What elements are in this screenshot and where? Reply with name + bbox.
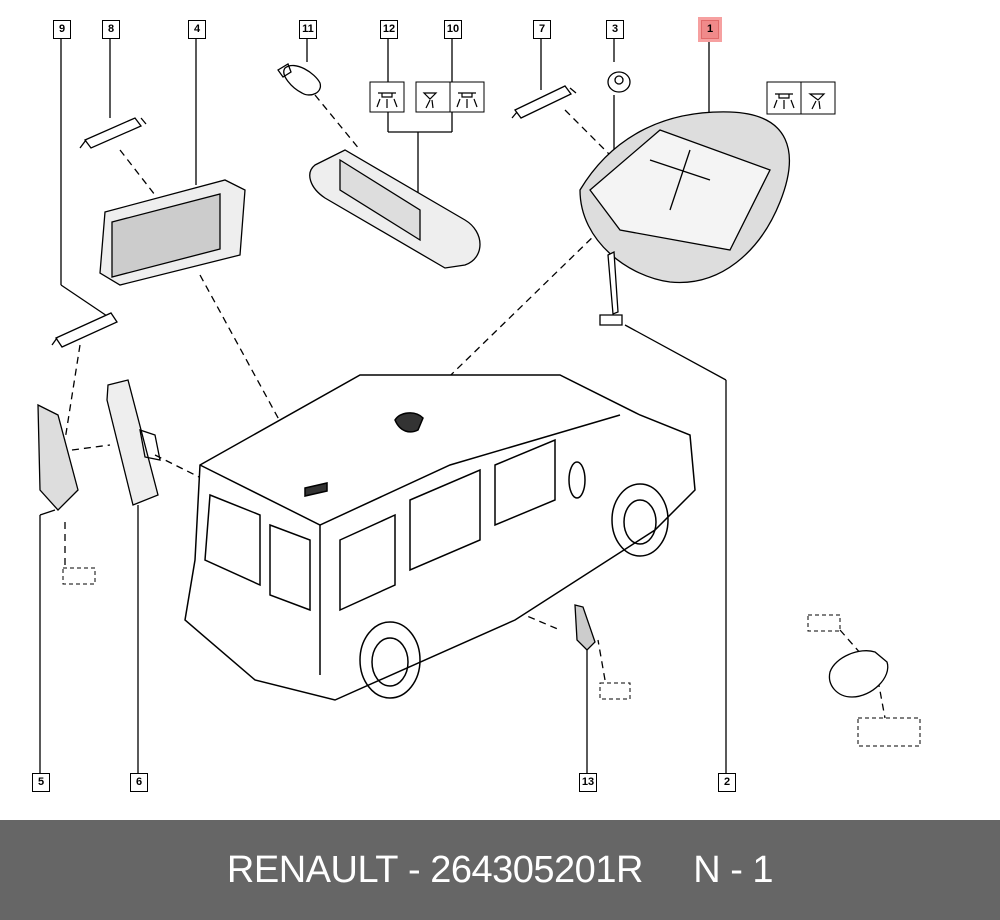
part-bulb-8 bbox=[79, 117, 147, 149]
part-dome-lamp-1 bbox=[579, 111, 791, 284]
diagram-label: N - 1 bbox=[693, 848, 774, 891]
part-lens-13 bbox=[574, 604, 596, 651]
callout-7[interactable]: 7 bbox=[533, 20, 551, 39]
callout-2[interactable]: 2 bbox=[718, 773, 736, 792]
callout-13[interactable]: 13 bbox=[579, 773, 597, 792]
callout-1-selected[interactable]: 1 bbox=[698, 17, 722, 42]
callout-6[interactable]: 6 bbox=[130, 773, 148, 792]
brand-name: RENAULT bbox=[226, 848, 399, 891]
leader-lines bbox=[39, 38, 727, 774]
part-bulb-right bbox=[828, 650, 889, 698]
callout-9[interactable]: 9 bbox=[53, 20, 71, 39]
separator: - bbox=[397, 848, 431, 891]
spacer bbox=[643, 849, 693, 892]
part-number: 264305201R bbox=[430, 848, 643, 891]
part-footer: RENAULT - 264305201R N - 1 bbox=[0, 820, 1000, 920]
part-bulb-11 bbox=[277, 63, 322, 96]
callout-8[interactable]: 8 bbox=[102, 20, 120, 39]
part-bulb-9 bbox=[51, 312, 118, 348]
part-housing-10-12 bbox=[309, 149, 481, 269]
part-lamp-6 bbox=[106, 379, 161, 506]
part-screw-2 bbox=[599, 250, 623, 326]
parts-diagram bbox=[37, 38, 921, 774]
part-lamp-4 bbox=[99, 179, 246, 286]
callout-10[interactable]: 10 bbox=[444, 20, 462, 39]
part-bulb-7 bbox=[511, 85, 577, 119]
lamp-symbol-boxes bbox=[369, 81, 836, 115]
callout-3[interactable]: 3 bbox=[606, 20, 624, 39]
part-lens-5 bbox=[37, 403, 79, 511]
placeholder-boxes bbox=[62, 567, 921, 747]
callout-5[interactable]: 5 bbox=[32, 773, 50, 792]
callout-12[interactable]: 12 bbox=[380, 20, 398, 39]
vehicle-van bbox=[184, 374, 696, 701]
part-screw-3 bbox=[607, 71, 631, 93]
callout-11[interactable]: 11 bbox=[299, 20, 317, 39]
callout-4[interactable]: 4 bbox=[188, 20, 206, 39]
